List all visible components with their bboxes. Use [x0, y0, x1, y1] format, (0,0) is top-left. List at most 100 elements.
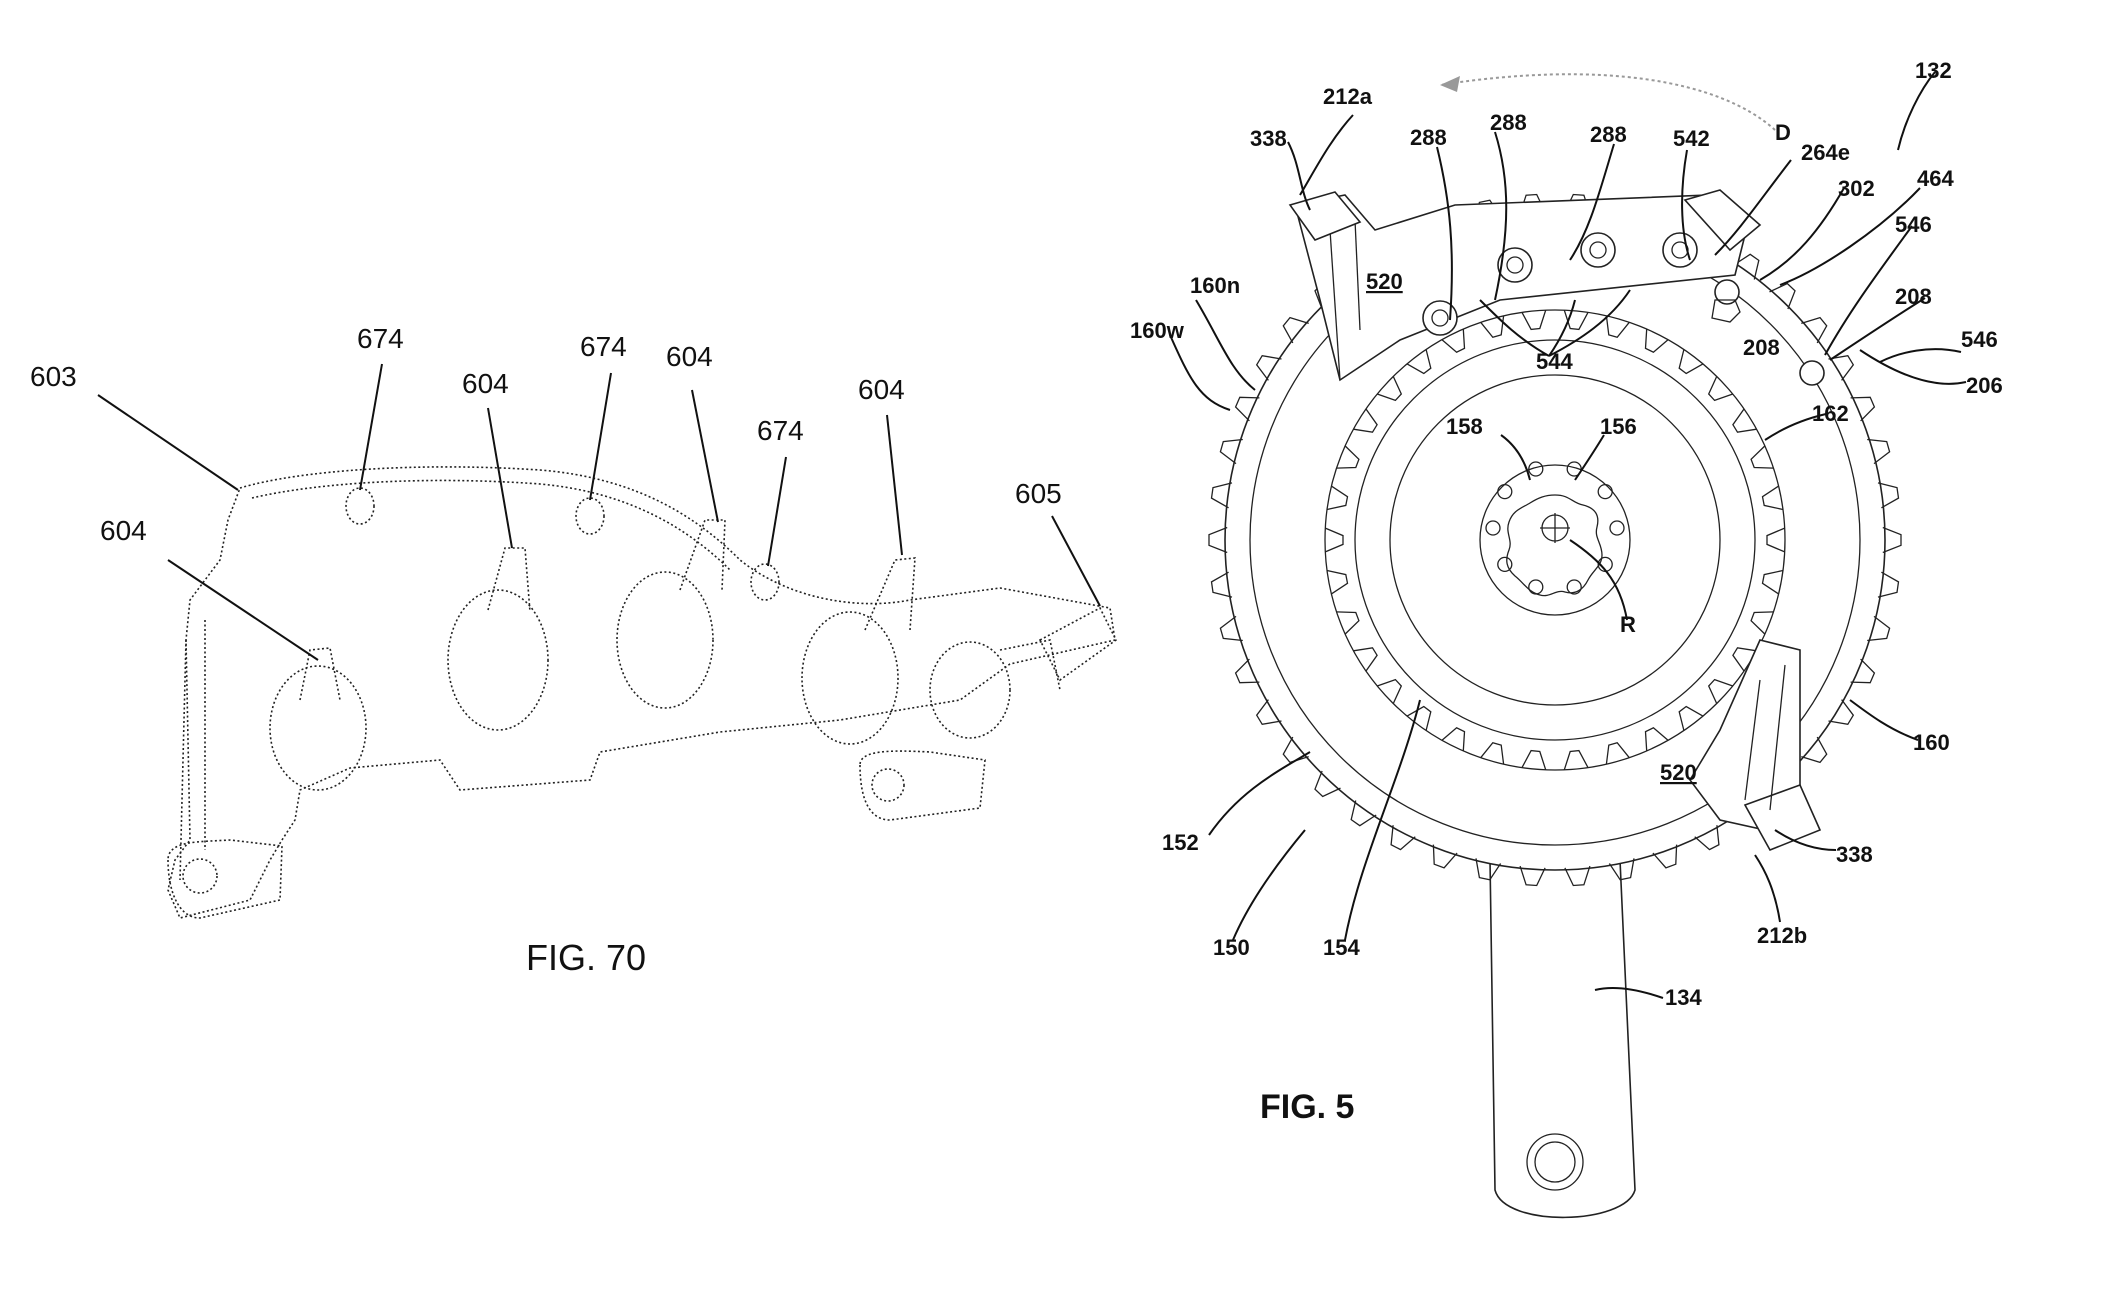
outer-teeth-tooth — [1255, 699, 1282, 726]
link-pin — [1422, 300, 1458, 336]
label-212a: 212a — [1323, 84, 1373, 109]
label-542: 542 — [1673, 126, 1710, 151]
link-pin-core — [1589, 241, 1607, 259]
link-pin — [1497, 247, 1533, 283]
outer-teeth-tooth — [1432, 844, 1458, 869]
label-134: 134 — [1665, 985, 1702, 1010]
label-208-left: 208 — [1743, 335, 1780, 360]
label-206: 206 — [1966, 373, 2003, 398]
inner-teeth-tooth — [1336, 445, 1360, 469]
link-pin — [1662, 232, 1698, 268]
inner-teeth-tooth — [1480, 741, 1505, 765]
outer-teeth-tooth — [1769, 282, 1796, 310]
link-pins-288 — [1422, 232, 1698, 336]
fig70-lobe-5 — [929, 639, 1061, 739]
label-154: 154 — [1323, 935, 1360, 960]
label-156: 156 — [1600, 414, 1637, 439]
direction-arrow-D — [1439, 73, 1776, 131]
pedal-boss — [1526, 1133, 1584, 1191]
bolt-hole — [1497, 483, 1513, 500]
outer-teeth-tooth — [1877, 571, 1900, 598]
label-132: 132 — [1915, 58, 1952, 83]
inner-teeth-tooth — [1761, 569, 1784, 595]
inner-teeth-tooth — [1644, 329, 1669, 353]
label-338-top: 338 — [1250, 126, 1287, 151]
label-520-bottom: 520 — [1660, 760, 1697, 785]
outer-teeth-tooth — [1652, 844, 1678, 869]
outer-teeth-tooth — [1801, 736, 1828, 764]
inner-teeth-tooth — [1761, 485, 1784, 511]
inner-teeth-tooth — [1441, 329, 1466, 353]
label-158: 158 — [1446, 414, 1483, 439]
label-603: 603 — [30, 361, 77, 392]
spider-inner-ring — [1389, 374, 1721, 706]
outer-teeth-tooth — [1877, 482, 1900, 509]
label-162: 162 — [1812, 401, 1849, 426]
inner-teeth-tooth — [1750, 611, 1774, 635]
fig70-lobe-3 — [616, 519, 726, 709]
fig5-labels: 132 D 212a 338 288 288 288 542 264e 302 … — [1130, 58, 2003, 1126]
label-264e: 264e — [1801, 140, 1850, 165]
label-152: 152 — [1162, 830, 1199, 855]
outer-teeth-tooth — [1350, 800, 1377, 827]
label-520-top: 520 — [1366, 269, 1403, 294]
inner-teeth-tooth — [1750, 445, 1774, 469]
outer-teeth-tooth — [1733, 253, 1760, 280]
bolt-hole — [1485, 520, 1501, 536]
label-208-right: 208 — [1895, 284, 1932, 309]
outer-teeth-tooth — [1210, 482, 1233, 509]
inner-teeth-tooth — [1326, 569, 1349, 595]
fig70-labels: 603 674 674 674 604 604 604 604 605 FIG.… — [30, 323, 1062, 978]
inner-teeth-tooth — [1644, 727, 1669, 751]
fig70-drawing — [167, 466, 1118, 919]
label-150: 150 — [1213, 935, 1250, 960]
label-546-lower: 546 — [1961, 327, 1998, 352]
fig70-caption: FIG. 70 — [526, 937, 646, 978]
outer-teeth-tooth — [1234, 658, 1260, 684]
label-546-upper: 546 — [1895, 212, 1932, 237]
label-212b: 212b — [1757, 923, 1807, 948]
label-464: 464 — [1917, 166, 1954, 191]
inner-teeth-tooth — [1605, 315, 1630, 339]
label-604-right: 604 — [858, 374, 905, 405]
bolt-hole — [1497, 556, 1513, 573]
outer-teeth-tooth — [1234, 396, 1260, 422]
inner-teeth-tooth — [1441, 727, 1466, 751]
inner-teeth-tooth — [1605, 741, 1630, 765]
label-604-center: 604 — [666, 341, 713, 372]
outer-teeth-tooth — [1282, 316, 1309, 344]
inner-teeth-tooth — [1325, 527, 1344, 553]
spline-158 — [1506, 494, 1603, 597]
label-288-middle: 288 — [1490, 110, 1527, 135]
cover-338-bottom — [1743, 783, 1822, 852]
inner-teeth-tooth — [1353, 647, 1378, 672]
inner-teeth-tooth — [1732, 647, 1757, 672]
lever-264e — [1683, 189, 1762, 252]
inner-teeth-tooth — [1563, 310, 1589, 331]
label-D: D — [1775, 120, 1791, 145]
label-605: 605 — [1015, 478, 1062, 509]
link-pin-core — [1506, 256, 1524, 274]
inner-teeth-tooth — [1563, 749, 1589, 770]
outer-teeth-tooth — [1519, 865, 1546, 887]
nut-546-upper — [1714, 279, 1740, 305]
label-302: 302 — [1838, 176, 1875, 201]
inner-teeth-tooth — [1376, 678, 1403, 704]
label-338-bottom: 338 — [1836, 842, 1873, 867]
inner-teeth-tooth — [1326, 485, 1349, 511]
label-160n: 160n — [1190, 273, 1240, 298]
outer-teeth-tooth — [1564, 865, 1591, 887]
outer-teeth-tooth — [1282, 736, 1309, 764]
crank-arm — [1489, 859, 1636, 1219]
outer-teeth-tooth — [1882, 526, 1902, 554]
inner-teeth-tooth — [1336, 611, 1360, 635]
outer-teeth-tooth — [1828, 354, 1855, 381]
chainring-face — [1324, 309, 1786, 771]
bolt-hole — [1597, 483, 1613, 500]
fig5-caption: FIG. 5 — [1260, 1088, 1354, 1126]
link-pin — [1580, 232, 1616, 268]
inner-teeth-tooth — [1707, 678, 1734, 704]
housing-upper — [1294, 194, 1746, 382]
label-544: 544 — [1536, 349, 1573, 374]
outer-teeth-tooth — [1208, 526, 1228, 554]
